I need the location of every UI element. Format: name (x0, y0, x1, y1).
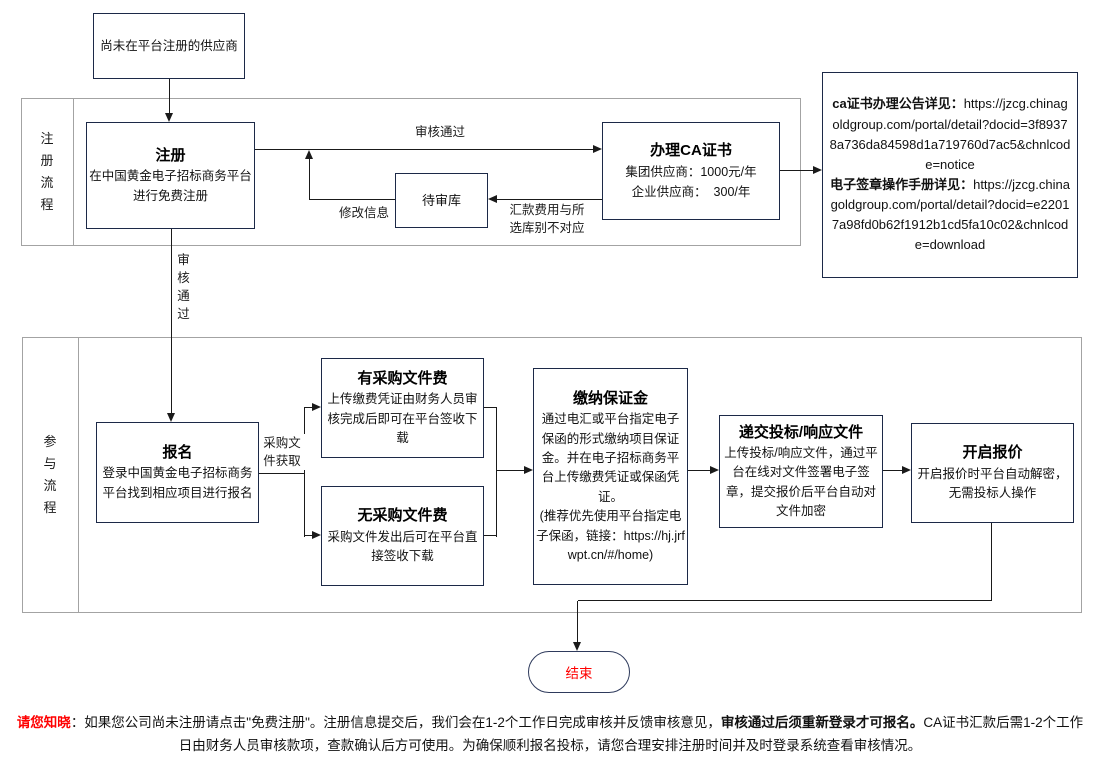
participation-process-label-column: 参与流程 (22, 337, 79, 613)
footer-note-bold: 审核通过后须重新登录才可报名。 (720, 715, 924, 730)
node-pending-review-pool-label: 待审库 (421, 192, 461, 208)
connector-line (883, 470, 902, 472)
node-register: 注册 在中国黄金电子招标商务平台进行免费注册 (86, 122, 255, 229)
connector-line (310, 199, 395, 201)
node-with-doc-fee-body: 上传缴费凭证由财务人员审核完成后即可在平台签收下载 (327, 392, 478, 445)
connector-line (484, 535, 497, 537)
footer-note-text-a: ：如果您公司尚未注册请点击"免费注册"。注册信息提交后，我们会在1-2个工作日完… (70, 715, 721, 730)
connector-line (577, 601, 579, 642)
connector-line (497, 199, 602, 201)
arrowhead-right-icon (813, 166, 822, 174)
node-register-body: 在中国黄金电子招标商务平台进行免费注册 (89, 169, 252, 203)
ca-notice-url1: https://jzcg.chinagoldgroup.com/portal/d… (829, 96, 1071, 172)
node-without-doc-fee: 无采购文件费 采购文件发出后可在平台直接签收下载 (321, 486, 484, 586)
node-pending-review-pool: 待审库 (395, 173, 488, 228)
arrowhead-up-icon (305, 150, 313, 159)
connector-line (780, 170, 813, 172)
connector-line (171, 229, 173, 413)
footer-note-highlight: 请您知晓 (16, 715, 71, 730)
node-supplier-start: 尚未在平台注册的供应商 (93, 13, 245, 79)
edge-label-modify-info: 修改信息 (333, 204, 395, 223)
node-register-title: 注册 (155, 146, 186, 164)
connector-line (304, 407, 306, 537)
node-submit-bid-docs: 递交投标/响应文件 上传投标/响应文件，通过平台在线对文件签署电子签章，提交报价… (719, 415, 883, 528)
node-signup-title: 报名 (162, 443, 193, 461)
node-open-quote: 开启报价 开启报价时平台自动解密，无需投标人操作 (911, 423, 1074, 523)
connector-line (578, 600, 992, 602)
connector-line (496, 407, 498, 537)
node-open-quote-body: 开启报价时平台自动解密，无需投标人操作 (917, 466, 1068, 501)
connector-line (305, 535, 313, 537)
arrowhead-right-icon (710, 466, 719, 474)
node-with-doc-fee: 有采购文件费 上传缴费凭证由财务人员审核完成后即可在平台签收下载 (321, 358, 484, 458)
arrowhead-right-icon (524, 466, 533, 474)
arrowhead-left-icon (488, 195, 497, 203)
connector-line (169, 79, 171, 114)
connector-line (688, 470, 710, 472)
arrowhead-down-icon (165, 113, 173, 122)
connector-line (305, 407, 313, 409)
registration-process-label-column: 注册流程 (21, 98, 74, 246)
connector-line (255, 149, 593, 151)
node-signup: 报名 登录中国黄金电子招标商务平台找到相应项目进行报名 (96, 422, 259, 523)
node-pay-deposit-title: 缴纳保证金 (572, 389, 648, 407)
node-end: 结束 (528, 651, 630, 693)
arrowhead-right-icon (312, 531, 321, 539)
node-open-quote-title: 开启报价 (962, 444, 1023, 462)
footer-note: 请您知晓：如果您公司尚未注册请点击"免费注册"。注册信息提交后，我们会在1-2个… (0, 711, 1100, 757)
node-ca-certificate-group-fee: 集团供应商：1000元/年 (625, 165, 757, 180)
ca-notice-line1: ca证书办理公告详见：https://jzcg.chinagoldgroup.c… (829, 94, 1071, 175)
arrowhead-right-icon (902, 466, 911, 474)
connector-line (259, 473, 305, 475)
footer-note-line2: 日由财务人员审核款项，查款确认后方可使用。为确保顺利报名投标，请您合理安排注册时… (178, 738, 922, 754)
node-pay-deposit: 缴纳保证金 通过电汇或平台指定电子保函的形式缴纳项目保证金。并在电子招标商务平台… (533, 368, 688, 585)
participation-process-label: 参与流程 (43, 433, 57, 516)
node-submit-bid-docs-body: 上传投标/响应文件，通过平台在线对文件签署电子签章，提交报价后平台自动对文件加密 (724, 446, 878, 519)
ca-notice-heading2: 电子签章操作手册详见： (830, 177, 974, 192)
edge-label-doc-obtain: 采购文件获取 (259, 434, 305, 471)
connector-line (991, 523, 993, 601)
node-pay-deposit-link-note: (推荐优先使用平台指定电子保函，链接：https://hj.jrfwpt.cn/… (536, 509, 685, 562)
node-pay-deposit-body: 通过电汇或平台指定电子保函的形式缴纳项目保证金。并在电子招标商务平台上传缴费凭证… (541, 412, 680, 504)
registration-process-label: 注册流程 (40, 130, 54, 213)
arrowhead-down-icon (573, 642, 581, 651)
node-without-doc-fee-title: 无采购文件费 (357, 507, 448, 525)
arrowhead-down-icon (167, 413, 175, 422)
edge-label-approved: 审核通过 (404, 123, 476, 142)
arrowhead-right-icon (593, 145, 602, 153)
node-supplier-start-label: 尚未在平台注册的供应商 (100, 38, 238, 53)
node-ca-certificate-enterprise-fee: 企业供应商： 300/年 (631, 185, 751, 200)
node-with-doc-fee-title: 有采购文件费 (357, 369, 448, 387)
node-ca-certificate: 办理CA证书 集团供应商：1000元/年 企业供应商： 300/年 (602, 122, 780, 220)
edge-label-payment-mismatch: 汇款费用与所选库别不对应 (504, 201, 590, 238)
node-ca-certificate-title: 办理CA证书 (650, 141, 732, 159)
connector-line (497, 470, 524, 472)
footer-note-text-b: CA证书汇款后需1-2个工作 (923, 715, 1084, 730)
connector-line (309, 158, 311, 200)
edge-label-approved-vertical: 审核通过 (176, 251, 191, 324)
node-without-doc-fee-body: 采购文件发出后可在平台直接签收下载 (327, 529, 478, 564)
ca-notice-url2: https://jzcg.chinagoldgroup.com/portal/d… (830, 177, 1070, 253)
ca-notice-heading1: ca证书办理公告详见： (832, 96, 964, 112)
footer-note-line1: 请您知晓：如果您公司尚未注册请点击"免费注册"。注册信息提交后，我们会在1-2个… (0, 711, 1100, 734)
ca-notice-line2: 电子签章操作手册详见：https://jzcg.chinagoldgroup.c… (829, 175, 1071, 256)
node-ca-notice: ca证书办理公告详见：https://jzcg.chinagoldgroup.c… (822, 72, 1078, 278)
node-end-label: 结束 (565, 666, 593, 681)
connector-line (484, 407, 497, 409)
node-submit-bid-docs-title: 递交投标/响应文件 (738, 423, 864, 441)
arrowhead-right-icon (312, 403, 321, 411)
node-signup-body: 登录中国黄金电子招标商务平台找到相应项目进行报名 (102, 466, 253, 500)
